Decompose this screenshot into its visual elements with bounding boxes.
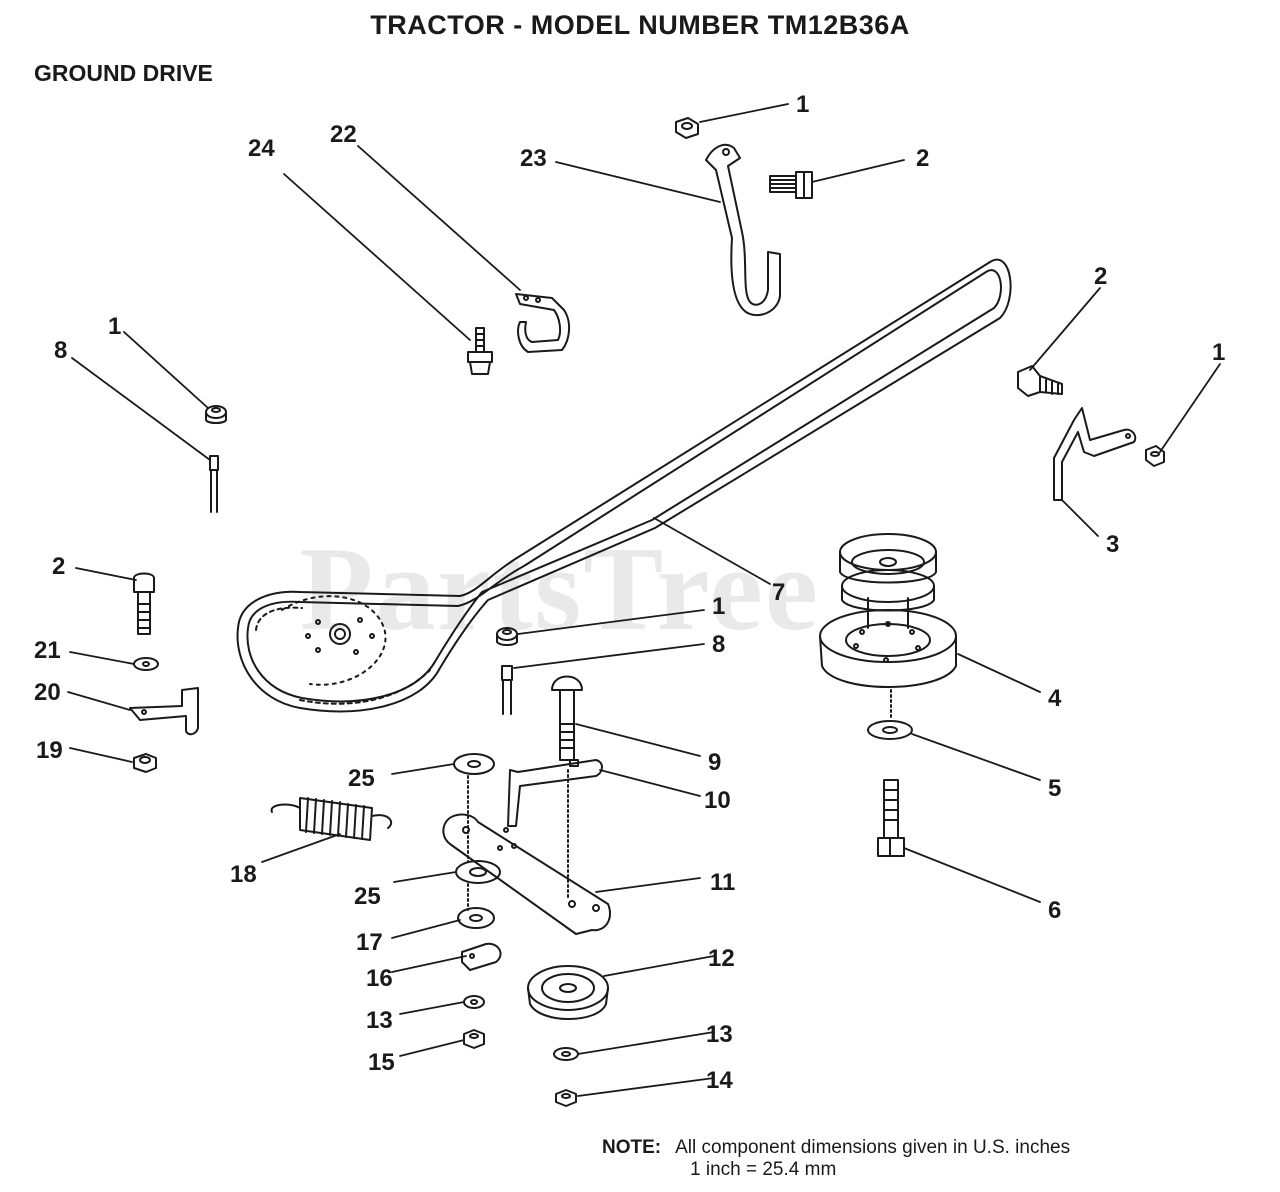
belt-guide-bracket-part[interactable] <box>705 143 781 317</box>
pin-icon <box>501 665 513 715</box>
angle-bracket-part[interactable] <box>129 687 199 736</box>
callout-label: 18 <box>230 861 257 888</box>
belt-keeper-clip-icon <box>461 942 502 971</box>
callout-label: 13 <box>706 1021 733 1048</box>
note-label: NOTE: <box>602 1137 662 1158</box>
washer-icon <box>553 1047 579 1061</box>
callout-label: 20 <box>34 679 61 706</box>
callout-label: 11 <box>710 869 735 896</box>
callout-label: 13 <box>366 1007 393 1034</box>
pin-icon <box>209 455 219 513</box>
lock-washer-icon <box>867 720 913 740</box>
callout-label: 3 <box>1106 531 1119 558</box>
idler-bracket-part[interactable] <box>1053 407 1137 501</box>
callout-label: 2 <box>916 145 929 172</box>
callout-label: 8 <box>712 631 725 658</box>
bolt-icon <box>769 171 813 199</box>
nut-icon <box>496 627 518 646</box>
callout-label: 2 <box>52 553 65 580</box>
note-line-1: All component dimensions given in U.S. i… <box>675 1137 1071 1158</box>
callout-label: 4 <box>1048 685 1062 712</box>
callout-label: 24 <box>248 135 275 162</box>
callout-label: 23 <box>520 145 547 172</box>
washer-icon <box>453 753 495 775</box>
leader-lines <box>67 103 1221 1097</box>
note-line-2: 1 inch = 25.4 mm <box>690 1159 837 1180</box>
callout-label: 16 <box>366 965 393 992</box>
callout-label: 9 <box>708 749 721 776</box>
callout-label: 2 <box>1094 263 1107 290</box>
callout-label: 19 <box>36 737 63 764</box>
idler-pulley-part[interactable] <box>527 965 609 1020</box>
callout-labels: 1 2 23 2 1 3 7 24 22 1 8 2 21 20 19 1 8 … <box>34 91 1225 1094</box>
bolt-icon <box>877 779 905 857</box>
callout-label: 21 <box>34 637 61 664</box>
locknut-icon <box>463 1029 485 1049</box>
dimensions-note: NOTE: All component dimensions given in U… <box>602 1137 1070 1181</box>
callout-label: 1 <box>796 91 809 118</box>
callout-label: 8 <box>54 337 67 364</box>
nut-icon <box>675 117 699 139</box>
v-belt-part[interactable] <box>236 258 1012 713</box>
flange-bolt-icon <box>467 327 493 375</box>
idler-arm-part[interactable] <box>507 759 603 827</box>
hook-bracket-part[interactable] <box>515 293 570 353</box>
nut-icon <box>205 405 227 424</box>
callout-label: 1 <box>712 593 725 620</box>
callout-label: 15 <box>368 1049 395 1076</box>
callout-label: 25 <box>354 883 381 910</box>
callout-label: 6 <box>1048 897 1061 924</box>
callout-label: 1 <box>108 313 121 340</box>
idler-plate-part[interactable] <box>442 813 611 935</box>
page-title: TRACTOR - MODEL NUMBER TM12B36A <box>370 10 910 40</box>
bolt-icon <box>133 572 155 635</box>
callout-label: 1 <box>1212 339 1225 366</box>
locknut-icon <box>133 753 157 773</box>
callout-label: 25 <box>348 765 375 792</box>
callout-label: 10 <box>704 787 731 814</box>
callout-label: 12 <box>708 945 735 972</box>
extension-spring-part[interactable] <box>270 797 393 841</box>
nut-icon <box>1145 445 1165 467</box>
callout-label: 22 <box>330 121 357 148</box>
carriage-bolt-icon <box>551 675 583 761</box>
washer-icon <box>133 657 159 671</box>
section-title: GROUND DRIVE <box>34 60 213 86</box>
washer-icon <box>463 995 485 1009</box>
callout-label: 5 <box>1048 775 1061 802</box>
spacer-icon <box>457 907 495 929</box>
bolt-icon <box>1017 365 1063 397</box>
drive-hub-icon <box>281 595 387 686</box>
callout-label: 14 <box>706 1067 733 1094</box>
drive-pulley-part[interactable] <box>819 533 957 688</box>
callout-label: 17 <box>356 929 383 956</box>
callout-label: 7 <box>772 579 785 606</box>
locknut-icon <box>555 1089 577 1107</box>
